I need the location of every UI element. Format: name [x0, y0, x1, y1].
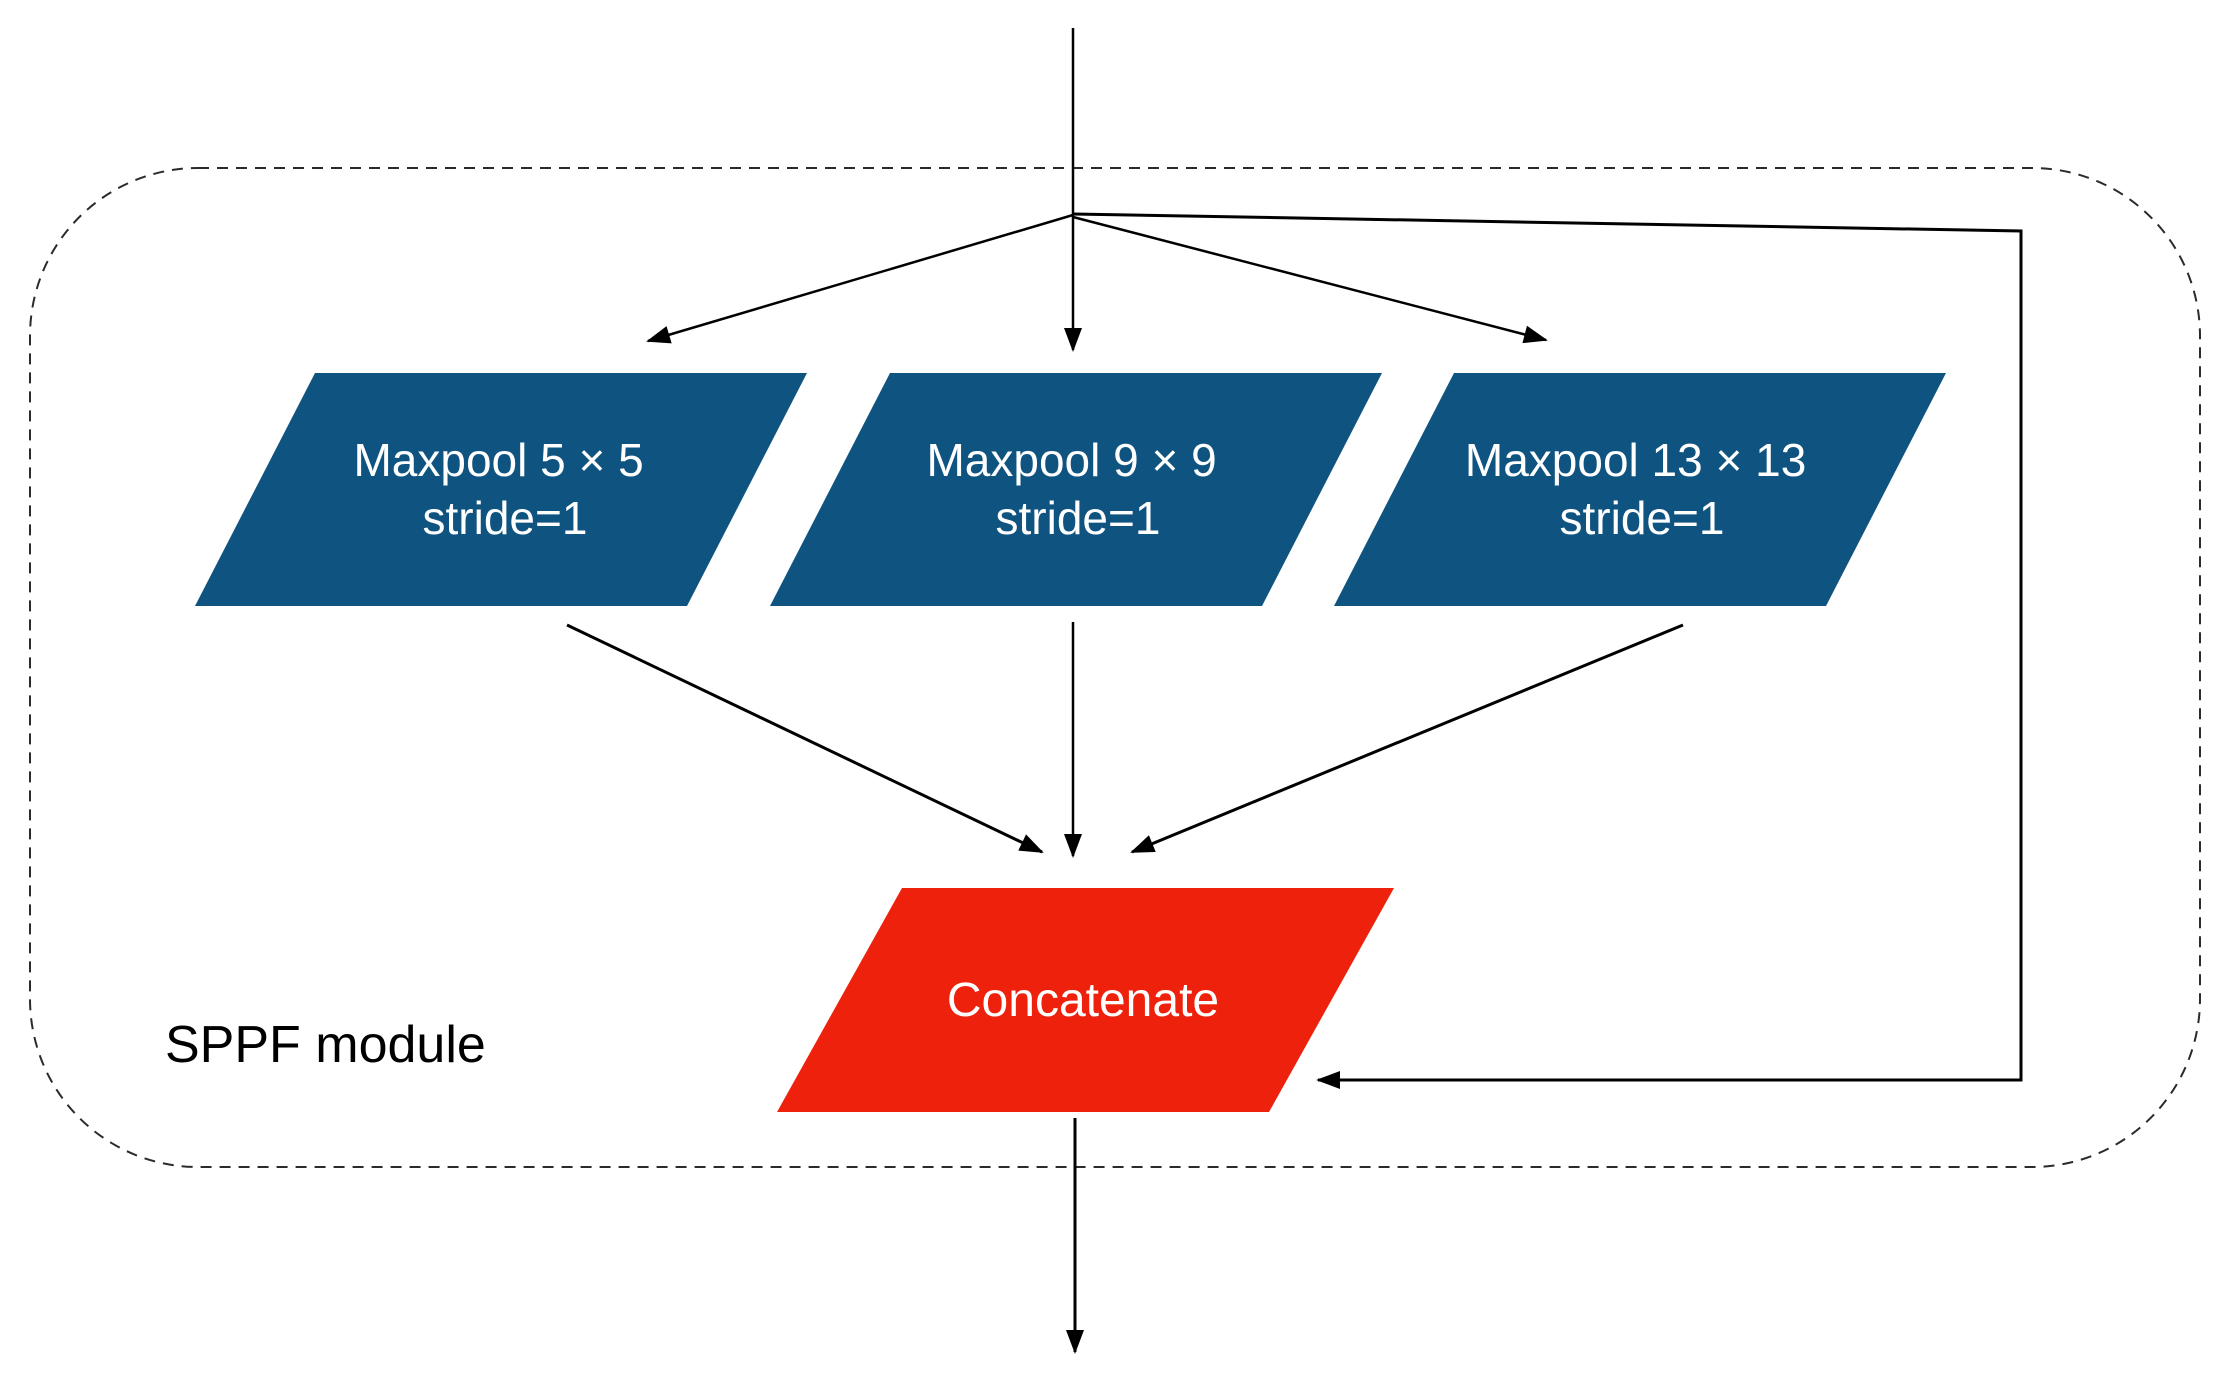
branch-left-arrow — [646, 213, 1074, 344]
branch-right-arrow — [1072, 215, 1548, 344]
maxpool-9x9-block — [770, 373, 1382, 606]
maxpool-13x13-label-line1: Maxpool 13 × 13 — [1465, 434, 1806, 486]
maxpool-5x5-block — [195, 373, 807, 606]
maxpool-5x5-label: Maxpool 5 × 5 stride=1 — [353, 434, 656, 544]
sppf-module-boundary — [29, 167, 2201, 1168]
maxpool-9x9-label: Maxpool 9 × 9 stride=1 — [926, 434, 1229, 544]
maxpool-5x5-label-line2: stride=1 — [423, 492, 588, 544]
concatenate-label: Concatenate — [947, 974, 1219, 1027]
sppf-module-caption: SPPF module — [165, 1016, 486, 1074]
concatenate-block — [777, 888, 1394, 1112]
maxpool-9x9-label-line1: Maxpool 9 × 9 — [926, 434, 1216, 486]
maxpool-13x13-label: Maxpool 13 × 13 stride=1 — [1465, 434, 1819, 544]
block-labels-group: Maxpool 5 × 5 stride=1 Maxpool 9 × 9 str… — [353, 434, 1819, 1027]
maxpool-13x13-to-concat-arrow — [1130, 623, 1684, 854]
maxpool-5x5-to-concat-arrow — [566, 623, 1044, 854]
connector-group — [566, 28, 2023, 1354]
maxpool-13x13-label-line2: stride=1 — [1560, 492, 1725, 544]
maxpool-5x5-label-line1: Maxpool 5 × 5 — [353, 434, 643, 486]
maxpool-13x13-block — [1334, 373, 1946, 606]
maxpool-9x9-label-line2: stride=1 — [996, 492, 1161, 544]
skip-connection-arrow — [1072, 212, 2023, 1089]
